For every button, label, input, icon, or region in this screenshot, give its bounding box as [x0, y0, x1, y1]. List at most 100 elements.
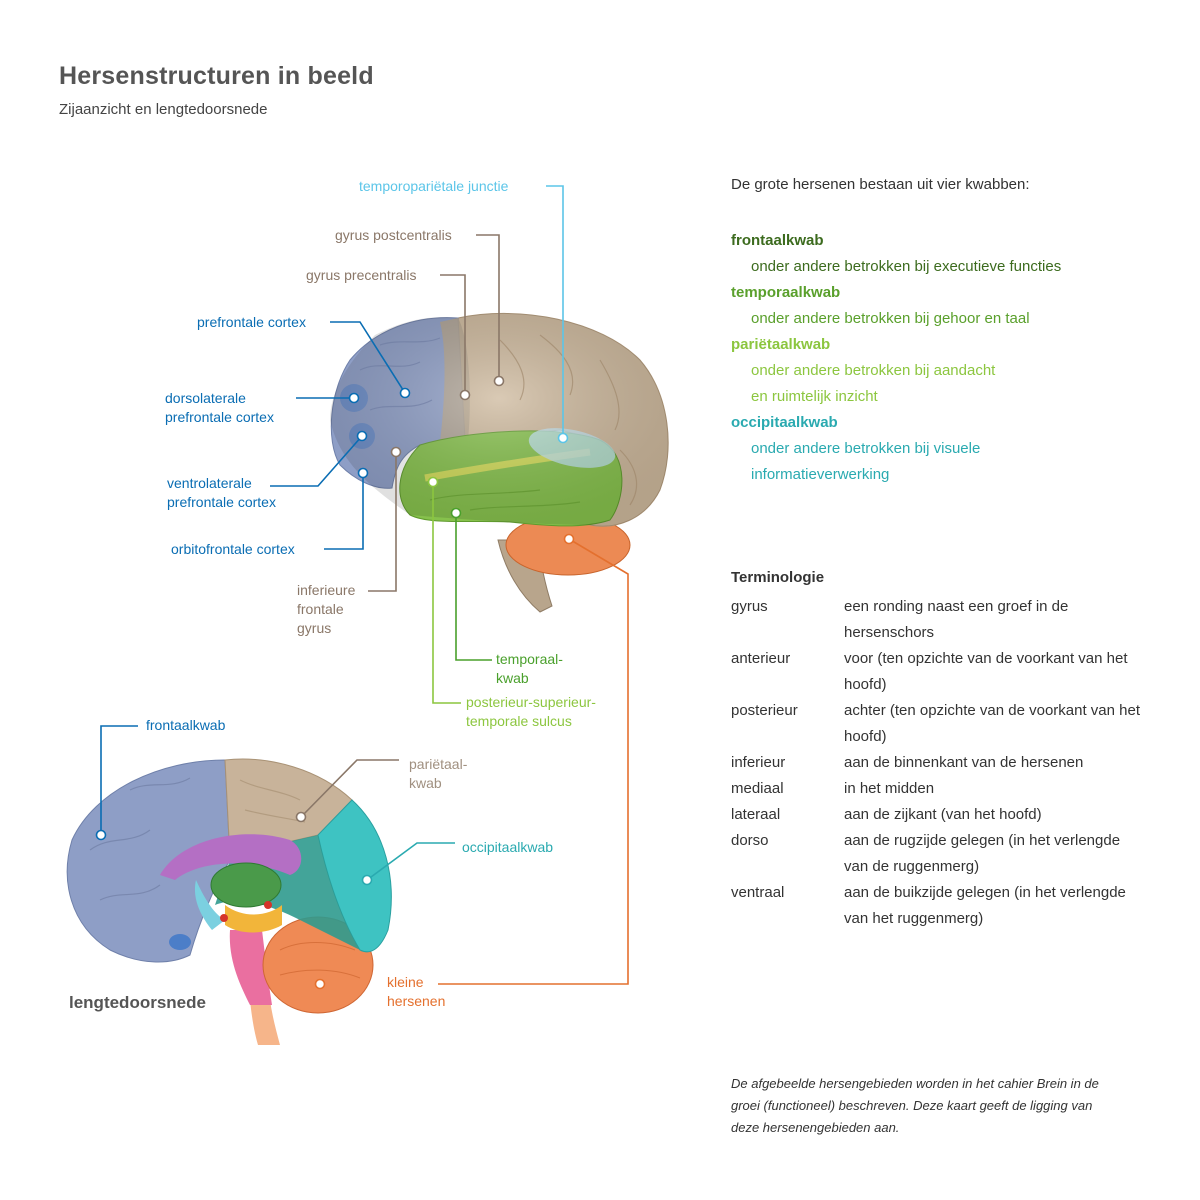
label-prefrontal: prefrontale cortex: [197, 314, 306, 330]
dot-frontaalkwab: [95, 829, 107, 841]
term-row: gyrus een ronding naast een groef in de h…: [731, 594, 1144, 646]
thalamus: [210, 862, 282, 908]
term-definition: aan de zijkant (van het hoofd): [844, 806, 1042, 823]
term-definition: een ronding naast een groef in de hersen…: [844, 598, 1069, 641]
label-cerebellum-line2: hersenen: [387, 993, 446, 1009]
leader-ofc: [324, 473, 364, 550]
dot-temporal: [450, 507, 462, 519]
term-definition: aan de rugzijde gelegen (in het verlengd…: [844, 832, 1121, 875]
terminology-table: gyrus een ronding naast een groef in de h…: [731, 594, 1144, 932]
dot-cerebellum-lateral: [563, 533, 575, 545]
label-dlpfc: dorsolaterale prefrontale cortex: [165, 389, 274, 427]
term-row: dorso aan de rugzijde gelegen (in het ver…: [731, 828, 1144, 880]
leader-sts: [432, 482, 461, 704]
lobe-name: temporaalkwab: [731, 284, 841, 301]
lobe-name: frontaalkwab: [731, 232, 824, 249]
lobe-description: onder andere betrokken bij gehoor en taa…: [751, 310, 1030, 327]
term-key: posterieur: [731, 702, 798, 719]
label-ifg-line3: gyrus: [297, 620, 332, 636]
lobe-description: onder andere betrokken bij aandacht: [751, 362, 996, 379]
label-frontaalkwab: frontaalkwab: [146, 717, 226, 733]
dot-sts: [427, 476, 439, 488]
label-ifg: inferieure frontale gyrus: [297, 581, 355, 638]
label-temporal-line1: temporaal-: [496, 651, 563, 667]
intro-text: De grote hersenen bestaan uit vier kwabb…: [731, 176, 1030, 193]
sagittal-occipital: [317, 799, 392, 953]
leader-occipital: [366, 842, 455, 881]
label-dlpfc-line2: prefrontale cortex: [165, 409, 274, 425]
dot-occipital: [361, 874, 373, 886]
term-definition: achter (ten opzichte van de voorkant van…: [844, 702, 1141, 745]
label-postcentral: gyrus postcentralis: [335, 227, 452, 243]
dot-tpj: [557, 432, 569, 444]
leader-vlpfc: [270, 435, 363, 487]
term-definition: aan de buikzijde gelegen (in het verleng…: [844, 884, 1126, 927]
leader-cerebellum: [438, 538, 629, 985]
term-key: dorso: [731, 832, 769, 849]
term-definition: voor (ten opzichte van de voorkant van h…: [844, 650, 1128, 693]
dot-cerebellum-sagittal: [314, 978, 326, 990]
hypothalamus: [194, 880, 225, 930]
section-label: lengtedoorsnede: [69, 993, 206, 1012]
lobe-description: informatieverwerking: [751, 466, 890, 483]
lobe-description: en ruimtelijk inzicht: [751, 388, 878, 405]
leader-prefrontal: [330, 321, 406, 394]
lobe-description: onder andere betrokken bij visuele: [751, 440, 981, 457]
label-vlpfc: ventrolaterale prefrontale cortex: [167, 474, 276, 512]
pineal: [264, 901, 272, 909]
sagittal-frontal: [66, 759, 231, 963]
dot-prefrontal: [399, 387, 411, 399]
label-sts-line1: posterieur-superieur-: [466, 694, 596, 710]
label-ofc: orbitofrontale cortex: [171, 541, 295, 557]
label-temporal: temporaal- kwab: [496, 650, 563, 688]
leader-postcentral: [476, 234, 500, 381]
label-parietal-line1: pariëtaal-: [409, 756, 468, 772]
term-key: ventraal: [731, 884, 785, 901]
term-definition: in het midden: [844, 780, 935, 797]
pituitary: [169, 934, 191, 950]
lobe-list: frontaalkwab onder andere betrokken bij e…: [731, 228, 1061, 488]
label-vlpfc-line1: ventrolaterale: [167, 475, 252, 491]
label-sts: posterieur-superieur- temporale sulcus: [466, 693, 596, 731]
corpus-callosum: [160, 834, 302, 880]
label-ifg-line1: inferieure: [297, 582, 356, 598]
label-cerebellum-line1: kleine: [387, 974, 424, 990]
term-definition: aan de binnenkant van de hersenen: [844, 754, 1084, 771]
dot-precentral: [459, 389, 471, 401]
leader-precentral: [440, 274, 466, 395]
label-temporal-line2: kwab: [496, 670, 529, 686]
small-red: [220, 914, 228, 922]
page-title: Hersenstructuren in beeld: [59, 62, 374, 90]
page-subtitle: Zijaanzicht en lengtedoorsnede: [59, 101, 268, 118]
label-precentral: gyrus precentralis: [306, 267, 417, 283]
label-ifg-line2: frontale: [297, 601, 344, 617]
dot-dlpfc: [348, 392, 360, 404]
leader-frontaalkwab: [100, 725, 138, 835]
dot-ifg: [390, 446, 402, 458]
sagittal-brain: [66, 758, 392, 1045]
label-occipital: occipitaalkwab: [462, 839, 554, 855]
term-row: ventraal aan de buikzijde gelegen (in het…: [731, 880, 1144, 932]
leader-ifg: [368, 452, 397, 592]
sagittal-brainstem: [229, 930, 272, 1005]
terminology-title: Terminologie: [731, 569, 825, 586]
label-cerebellum: kleine hersenen: [387, 973, 445, 1011]
label-dlpfc-line1: dorsolaterale: [165, 390, 246, 406]
term-row: posterieur achter (ten opzichte van de vo…: [731, 698, 1144, 750]
label-temporoparietal: temporopariëtale junctie: [359, 178, 509, 194]
label-sts-line2: temporale sulcus: [466, 713, 572, 729]
dot-parietal: [295, 811, 307, 823]
footnote: De afgebeelde hersengebieden worden in h…: [731, 1076, 1099, 1135]
lobe-description: onder andere betrokken bij executieve fu…: [751, 258, 1062, 275]
leader-temporal: [455, 513, 492, 661]
lobe-name: occipitaalkwab: [731, 414, 838, 431]
dot-ofc: [357, 467, 369, 479]
lobe-name: pariëtaalkwab: [731, 336, 831, 353]
leader-parietal: [300, 759, 399, 818]
label-parietal: pariëtaal- kwab: [409, 755, 467, 793]
label-parietal-line2: kwab: [409, 775, 442, 791]
term-key: gyrus: [731, 598, 768, 615]
